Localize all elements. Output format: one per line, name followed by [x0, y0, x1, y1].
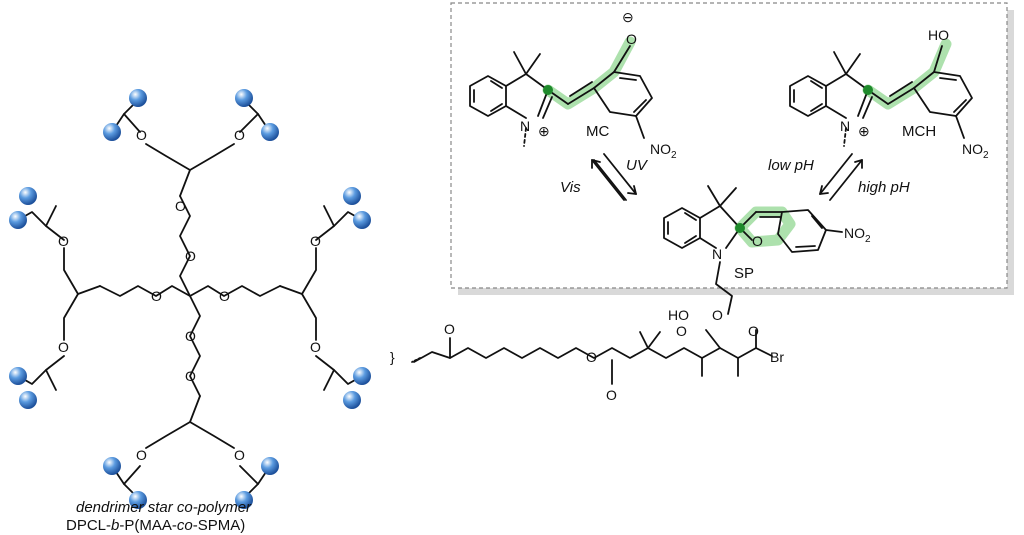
mch-structure: HO N ⊕ NO2 MCH [789, 27, 989, 161]
mch-nitro: NO2 [962, 141, 989, 161]
bead [19, 187, 37, 205]
caption-line-1: dendrimer star co-polymer [76, 499, 252, 516]
core-o-right: O [219, 288, 230, 304]
sp-structure: O N NO2 SP [663, 185, 871, 315]
mch-nitrogen: N [840, 118, 850, 134]
caption-line-2: DPCL-b-P(MAA-co-SPMA) [66, 517, 245, 534]
ester-o-2: O [586, 349, 597, 365]
bead [9, 367, 27, 385]
sp-label: SP [734, 265, 754, 282]
branch-o-1: O [58, 233, 69, 249]
mc-minus: ⊖ [622, 9, 634, 25]
uv-label: UV [626, 157, 649, 174]
bead [235, 491, 253, 509]
vis-label: Vis [560, 179, 581, 196]
bead [353, 367, 371, 385]
bead [261, 123, 279, 141]
branch-o-3: O [310, 233, 321, 249]
mc-label: MC [586, 123, 609, 140]
bead [19, 391, 37, 409]
branch-o-8: O [234, 447, 245, 463]
mc-nitrogen: N [520, 118, 530, 134]
bromine: Br [770, 349, 784, 365]
core-o-left: O [151, 288, 162, 304]
high-ph-label: high pH [858, 179, 910, 196]
sp-nitrogen: N [712, 246, 722, 262]
carbonyl-o-3: O [748, 323, 759, 339]
bead [103, 457, 121, 475]
sp-nitro: NO2 [844, 225, 871, 245]
bead [129, 491, 147, 509]
mch-label: MCH [902, 123, 936, 140]
acid-hydroxyl: HO [668, 307, 689, 323]
mc-plus: ⊕ [538, 123, 550, 139]
bead [353, 211, 371, 229]
dendrimer-core: O O O O O O O O O O O O O O [17, 99, 363, 499]
low-ph-label: low pH [768, 157, 814, 174]
bead [343, 187, 361, 205]
core-o-top2: O [175, 198, 186, 214]
bead [343, 391, 361, 409]
equilibrium-arrows-left: UV Vis [560, 153, 649, 201]
branch-o-5: O [136, 127, 147, 143]
bracket: } [390, 349, 395, 365]
acid-oxygen: O [676, 323, 687, 339]
mch-hydroxyl: HO [928, 27, 949, 43]
core-o-bottom: O [185, 328, 196, 344]
bead [261, 457, 279, 475]
mc-oxygen: O [626, 31, 637, 47]
equilibrium-arrows-right: low pH high pH [768, 153, 910, 201]
carbonyl-o-2: O [606, 387, 617, 403]
bead [9, 211, 27, 229]
mc-structure: O ⊖ N ⊕ NO2 MC [469, 9, 677, 161]
bead [235, 89, 253, 107]
dashed-box [450, 2, 1008, 289]
ester-o-3: O [712, 307, 723, 323]
branch-o-6: O [234, 127, 245, 143]
bead-group [9, 89, 371, 509]
mc-nitro: NO2 [650, 141, 677, 161]
carbonyl-o-1: O [444, 321, 455, 337]
branch-o-2: O [58, 339, 69, 355]
core-o-bottom2: O [185, 368, 196, 384]
sp-oxygen: O [752, 233, 763, 249]
mch-plus: ⊕ [858, 123, 870, 139]
polymer-backbone: } O O O HO O O O Br [390, 307, 784, 403]
bead [103, 123, 121, 141]
branch-o-7: O [136, 447, 147, 463]
bead [129, 89, 147, 107]
branch-o-4: O [310, 339, 321, 355]
core-o-top: O [185, 248, 196, 264]
